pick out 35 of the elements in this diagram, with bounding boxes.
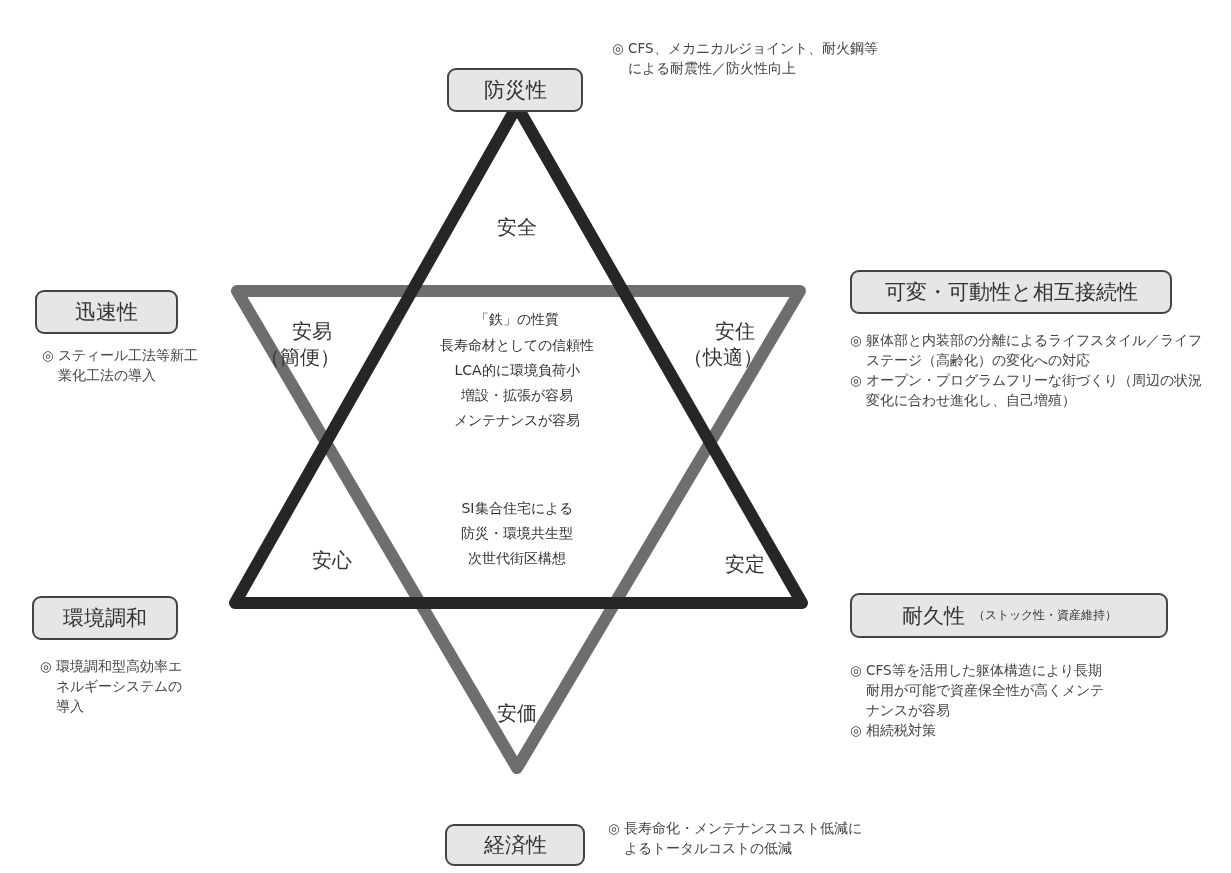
- note-text: ◎ 相続税対策: [850, 721, 938, 740]
- heading-box: [445, 824, 585, 866]
- heading-text: 耐久性: [901, 602, 965, 630]
- note-text: ◎ オープン・プログラムフリーな街づくり（周辺の状況変化に合わせ進化し、自己増殖）: [850, 371, 1204, 410]
- heading-box: [35, 290, 178, 334]
- note-text: ◎ 長寿命化・メンテナンスコスト低減によるトータルコストの低減: [608, 819, 864, 858]
- concept-text: 防災・環境共生型: [460, 524, 574, 543]
- note-text: ◎ スティール工法等新工業化工法の導入: [42, 346, 200, 385]
- concept-text: 次世代街区構想: [467, 549, 567, 568]
- note-text: ◎ CFS、メカニカルジョイント、耐火鋼等による耐震性／防火性向上: [612, 39, 879, 78]
- heading-box: [850, 270, 1172, 314]
- heading-subtext: （ストック性・資産維持）: [972, 607, 1117, 624]
- heading-text: 防災性: [483, 77, 547, 104]
- property-text: 増設・拡張が容易: [460, 386, 574, 405]
- concept-text: SI集合住宅による: [460, 499, 574, 518]
- heading-box: [32, 596, 178, 640]
- region-label: 安価: [496, 700, 538, 726]
- heading-box: [850, 593, 1168, 638]
- heading-text: 経済性: [483, 832, 547, 859]
- heading-text: 可変・可動性と相互接続性: [884, 279, 1138, 306]
- note-text: ◎ 環境調和型高効率エネルギーシステムの導入: [40, 657, 184, 716]
- region-label: 安住（快適）: [682, 318, 764, 370]
- heading-box: [447, 68, 583, 112]
- heading-text: 環境調和: [63, 605, 147, 632]
- property-text: 長寿命材としての信頼性: [439, 336, 595, 355]
- note-text: ◎ CFS等を活用した躯体構造により長期耐用が可能で資産保全性が高くメンテナンスが容易: [850, 661, 1106, 720]
- property-text: メンテナンスが容易: [453, 411, 581, 430]
- region-label: 安心: [311, 547, 353, 573]
- property-heading: 「鉄」の性質: [474, 310, 560, 329]
- heading-text: 迅速性: [75, 299, 138, 326]
- property-text: LCA的に環境負荷小: [453, 361, 581, 380]
- region-label: 安定: [724, 551, 766, 577]
- region-label: 安全: [496, 214, 538, 240]
- note-text: ◎ 躯体部と内装部の分離によるライフスタイル／ライフステージ（高齢化）の変化への対応: [850, 331, 1204, 370]
- region-label: 安易（簡便）: [259, 318, 341, 370]
